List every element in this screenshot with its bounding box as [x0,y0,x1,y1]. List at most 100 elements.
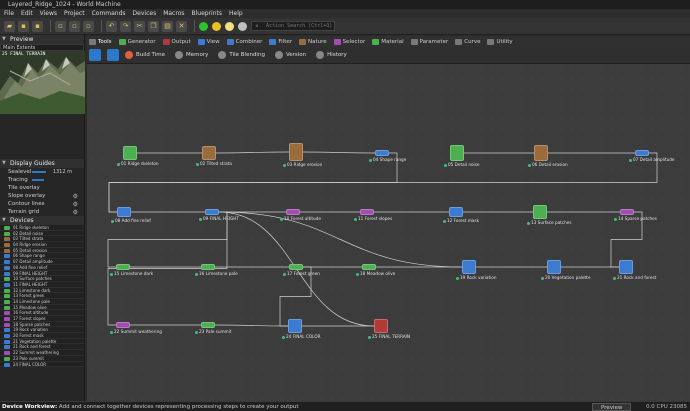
graph-node[interactable] [289,143,303,161]
cut-icon[interactable]: ✂ [134,20,145,32]
save-icon[interactable]: ▪ [18,20,29,32]
tab-output[interactable]: Output [161,37,193,47]
graph-node[interactable] [620,209,634,215]
tab-selector[interactable]: Selector [332,37,368,47]
tab-combiner[interactable]: Combiner [225,37,265,47]
list-item[interactable]: 11 FINAL HEIGHT [0,282,84,288]
sealevel-value[interactable]: 1312 m [52,169,72,175]
gear-icon[interactable]: ⚙ [72,201,78,208]
save-as-icon[interactable]: ▪ [32,20,43,32]
sealevel-slider[interactable] [32,171,46,173]
list-item[interactable]: 17 Forest slopes [0,316,84,322]
build-stop-icon[interactable] [238,21,247,31]
graph-node[interactable] [449,207,463,217]
list-item[interactable]: 20 Forest mask [0,333,84,339]
list-item[interactable]: 12 Limestone dark [0,288,84,294]
graph-node[interactable] [547,260,561,274]
version-button[interactable]: Version [273,49,311,61]
list-item[interactable]: 07 Detail amplitude [0,259,84,265]
list-item[interactable]: 01 Ridge skeleton [0,225,84,231]
build-time-button[interactable]: Build Time [123,49,170,61]
menu-blueprints[interactable]: Blueprints [191,10,223,17]
list-item[interactable]: 23 Pale summit [0,356,84,362]
tab-parameter[interactable]: Parameter [409,37,451,47]
list-item[interactable]: 06 Shape range [0,253,84,260]
paste-icon[interactable]: ▤ [162,20,173,32]
connection-wire[interactable] [218,211,463,268]
menu-macros[interactable]: Macros [163,10,185,17]
tracing-slider[interactable] [32,179,44,181]
tab-filter[interactable]: Filter [267,37,294,47]
guide-option[interactable]: Tile overlay [0,184,84,192]
list-item[interactable]: 18 Sparse patches [0,322,84,328]
list-item[interactable]: 05 Detail erosion [0,248,84,254]
undo-icon[interactable]: ↶ [106,20,117,32]
menu-edit[interactable]: Edit [21,10,33,17]
graph-node[interactable] [205,209,219,215]
tab-tools[interactable]: Tools [87,37,114,47]
history-button[interactable]: History [314,49,352,61]
list-item[interactable]: 21 Vegetation palette [0,339,84,345]
tab-curve[interactable]: Curve [453,37,482,47]
terrain-preview[interactable]: 25 FINAL TERRAIN [0,51,85,114]
tab-nature[interactable]: Nature [297,37,329,47]
action-search-input[interactable]: ⌕ Action Search (Ctrl+Q) [251,21,335,31]
view-2d-icon[interactable]: ▫ [55,20,66,32]
list-item[interactable]: 10 Surface patches [0,276,84,282]
graph-node[interactable] [534,145,548,161]
graph-node[interactable] [288,319,302,333]
devices-header[interactable]: Devices [0,216,84,225]
list-item[interactable]: 22 Summit weathering [0,350,84,356]
tab-generator[interactable]: Generator [117,37,158,47]
connection-wire[interactable] [279,266,312,327]
menu-devices[interactable]: Devices [132,10,157,17]
delete-icon[interactable]: ✕ [176,20,187,32]
graph-node[interactable] [116,264,130,270]
menu-file[interactable]: File [4,10,15,17]
build-green-icon[interactable] [199,21,208,31]
connection-wire[interactable] [108,152,658,213]
list-item[interactable]: 19 Rock variation [0,327,84,334]
connection-wire[interactable] [610,211,643,268]
graph-node[interactable] [619,260,633,274]
extents-dropdown[interactable]: Main Extents [0,44,84,51]
menu-views[interactable]: Views [39,10,58,17]
graph-node[interactable] [362,264,376,270]
gear-icon[interactable]: ⚙ [72,209,78,216]
graph-node[interactable] [635,150,649,156]
preview-button[interactable]: Preview [592,403,632,411]
list-item[interactable]: 15 Meadow olive [0,305,84,311]
gear-icon[interactable]: ⚙ [72,193,78,200]
connection-wire[interactable] [215,151,290,154]
graph-node[interactable] [201,264,215,270]
folder-open-icon[interactable]: ▰ [4,20,15,32]
connection-wire[interactable] [214,324,289,327]
menu-commands[interactable]: Commands [91,10,126,17]
graph-node[interactable] [286,209,300,215]
graph-node[interactable] [375,150,389,156]
menu-project[interactable]: Project [64,10,85,17]
connection-wire[interactable] [302,151,376,154]
list-item[interactable]: 13 Forest green [0,293,84,299]
list-item[interactable]: 09 FINAL HEIGHT [0,271,84,277]
view-3d-icon[interactable]: ▫ [69,20,80,32]
list-item[interactable]: 03 Tilted strata [0,236,84,243]
display-guides-header[interactable]: Display Guides [0,159,84,168]
graph-node[interactable] [202,146,216,160]
tab-view[interactable]: View [196,37,222,47]
memory-button[interactable]: Memory [173,49,213,61]
device-list-button[interactable] [89,49,101,61]
guide-option[interactable]: Slope overlay⚙ [0,192,84,200]
graph-node[interactable] [116,322,130,328]
menu-help[interactable]: Help [229,10,243,17]
build-light-icon[interactable] [225,21,234,31]
list-item[interactable]: 08 Add fine relief [0,265,84,271]
list-item[interactable]: 14 Limestone pale [0,299,84,305]
tab-utility[interactable]: Utility [485,37,514,47]
graph-node[interactable] [462,260,476,274]
build-yellow-icon[interactable] [212,21,221,31]
list-item[interactable]: 21 Rock and forest [0,344,84,351]
graph-node[interactable] [533,205,547,219]
guide-option[interactable]: Contour lines⚙ [0,200,84,208]
list-item[interactable]: 16 Forest altitude [0,310,84,316]
